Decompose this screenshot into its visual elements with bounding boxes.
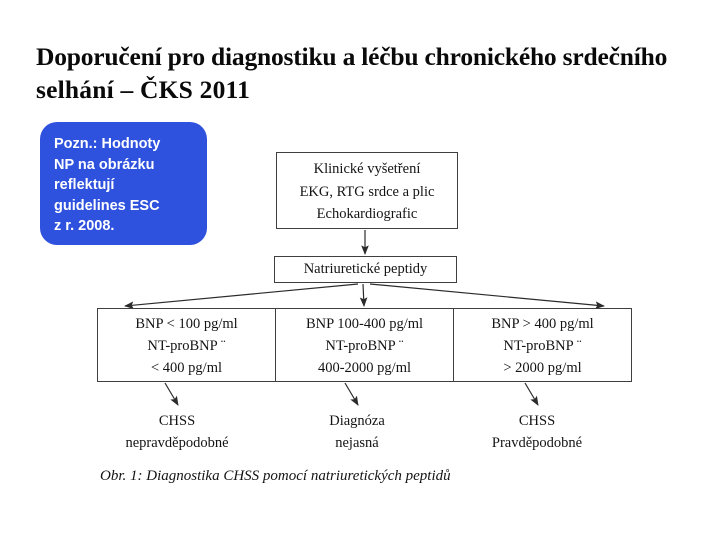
outcome-likely-line-1: CHSS xyxy=(518,413,556,429)
page-title: Doporučení pro diagnostiku a léčbu chron… xyxy=(36,40,696,106)
result-high-line-2: NT-proBNP ¨ xyxy=(503,338,582,354)
figure-caption: Obr. 1: Diagnostika CHSS pomocí natriure… xyxy=(100,468,451,484)
outcome-unclear: Diagnóza nejasná xyxy=(262,410,452,454)
note-callout-line-5: z r. 2008. xyxy=(54,218,115,234)
result-low-line-2: NT-proBNP ¨ xyxy=(147,338,226,354)
note-callout-line-1: Pozn.: Hodnoty xyxy=(54,136,161,152)
node-results-row: BNP < 100 pg/ml NT-proBNP ¨ < 400 pg/ml … xyxy=(97,308,632,382)
result-mid-line-3: 400-2000 pg/ml xyxy=(317,360,412,376)
outcome-unlikely-line-1: CHSS xyxy=(158,413,196,429)
outcome-unclear-line-1: Diagnóza xyxy=(329,413,385,429)
node-clinical-line-2: EKG, RTG srdce a plic xyxy=(299,183,435,200)
note-callout-line-4: guidelines ESC xyxy=(54,197,160,214)
page-title-line-2: selhání – ČKS 2011 xyxy=(36,75,251,104)
outcome-likely-line-2: Pravděpodobné xyxy=(491,435,583,451)
node-clinical-line-1: Klinické vyšetření xyxy=(313,161,421,177)
note-callout-line-2: NP na obrázku xyxy=(54,156,155,173)
result-low-line-1: BNP < 100 pg/ml xyxy=(135,316,238,332)
result-low-line-3: < 400 pg/ml xyxy=(150,360,222,376)
result-column-low: BNP < 100 pg/ml NT-proBNP ¨ < 400 pg/ml xyxy=(98,309,275,381)
node-clinical-examination: Klinické vyšetření EKG, RTG srdce a plic… xyxy=(276,152,458,229)
outcome-unclear-line-2: nejasná xyxy=(335,435,379,451)
node-natriuretic-peptides: Natriuretické peptidy xyxy=(274,256,457,283)
outcome-unlikely-line-2: nepravděpodobné xyxy=(125,435,229,451)
result-high-line-3: > 2000 pg/ml xyxy=(503,360,582,376)
result-mid-line-2: NT-proBNP ¨ xyxy=(325,338,404,354)
result-high-line-1: BNP > 400 pg/ml xyxy=(491,316,594,332)
outcome-likely: CHSS Pravděpodobné xyxy=(442,410,632,454)
result-column-high: BNP > 400 pg/ml NT-proBNP ¨ > 2000 pg/ml xyxy=(453,309,631,381)
page-title-line-1: Doporučení pro diagnostiku a léčbu chron… xyxy=(36,42,668,71)
outcome-unlikely: CHSS nepravděpodobné xyxy=(82,410,272,454)
note-callout-line-3: reflektují xyxy=(54,177,115,193)
node-clinical-line-3: Echokardiografic xyxy=(316,206,418,222)
note-callout: Pozn.: Hodnoty NP na obrázku reflektují … xyxy=(40,122,207,245)
result-column-mid: BNP 100-400 pg/ml NT-proBNP ¨ 400-2000 p… xyxy=(275,309,453,381)
result-mid-line-1: BNP 100-400 pg/ml xyxy=(305,316,424,332)
